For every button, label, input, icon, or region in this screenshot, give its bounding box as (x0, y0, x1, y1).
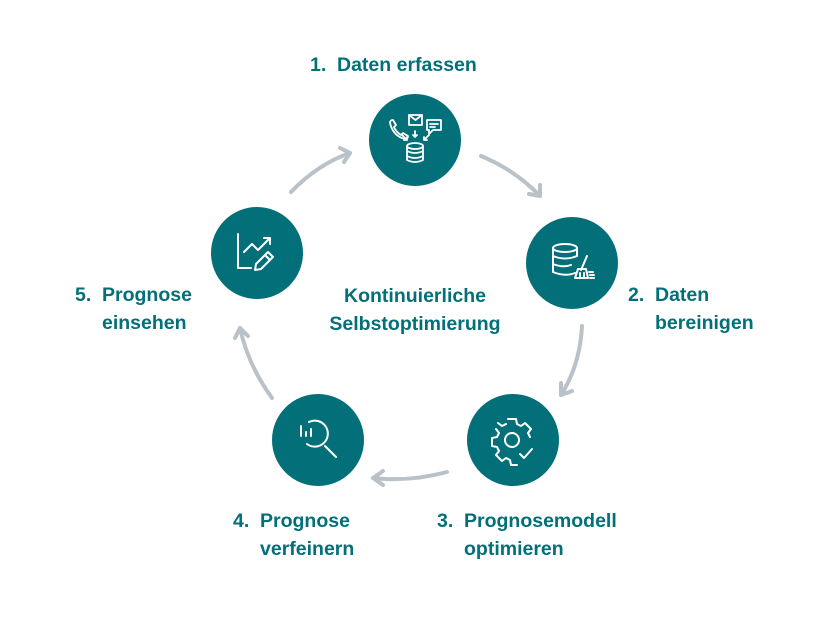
step-text: verfeinern (260, 538, 355, 560)
database-cleaning-icon (552, 243, 595, 279)
gear-check-icon (491, 418, 533, 466)
step-text: optimieren (464, 538, 564, 560)
step-5-node (211, 207, 303, 299)
step-number: 2. (628, 284, 645, 306)
center-title-line-2: Selbstoptimierung (329, 313, 501, 335)
step-3-label: 3. Prognosemodell optimieren (437, 507, 617, 563)
step-text: einsehen (102, 312, 187, 334)
step-1-label: 1. Daten erfassen (310, 51, 477, 79)
chart-edit-icon (237, 233, 274, 271)
arrow-1-to-2 (479, 154, 542, 198)
center-title: Kontinuierliche Selbstoptimierung (295, 282, 535, 338)
step-text: Prognose (102, 284, 192, 306)
step-4-label: 4. Prognose verfeinern (233, 507, 354, 563)
step-number: 4. (233, 510, 250, 532)
step-4-node (272, 394, 364, 486)
data-collection-icon (389, 114, 442, 163)
step-number: 1. (310, 54, 327, 76)
step-number: 3. (437, 510, 454, 532)
step-text: Prognosemodell (464, 510, 617, 532)
step-number: 5. (75, 284, 92, 306)
magnifier-chart-icon (300, 419, 337, 458)
step-text: Daten erfassen (337, 54, 477, 76)
arrow-4-to-5 (233, 326, 274, 400)
step-1-node (369, 94, 461, 186)
arrow-3-to-4 (371, 469, 449, 487)
arrow-5-to-1 (289, 146, 352, 194)
step-5-label: 5. Prognose einsehen (75, 281, 192, 337)
step-3-node (467, 394, 559, 486)
step-text: bereinigen (655, 312, 754, 334)
step-text: Prognose (260, 510, 350, 532)
arrow-2-to-3 (559, 324, 584, 397)
step-2-label: 2. Daten bereinigen (628, 281, 754, 337)
step-text: Daten (655, 284, 710, 306)
center-title-line-1: Kontinuierliche (344, 285, 486, 307)
step-2-node (526, 217, 618, 309)
